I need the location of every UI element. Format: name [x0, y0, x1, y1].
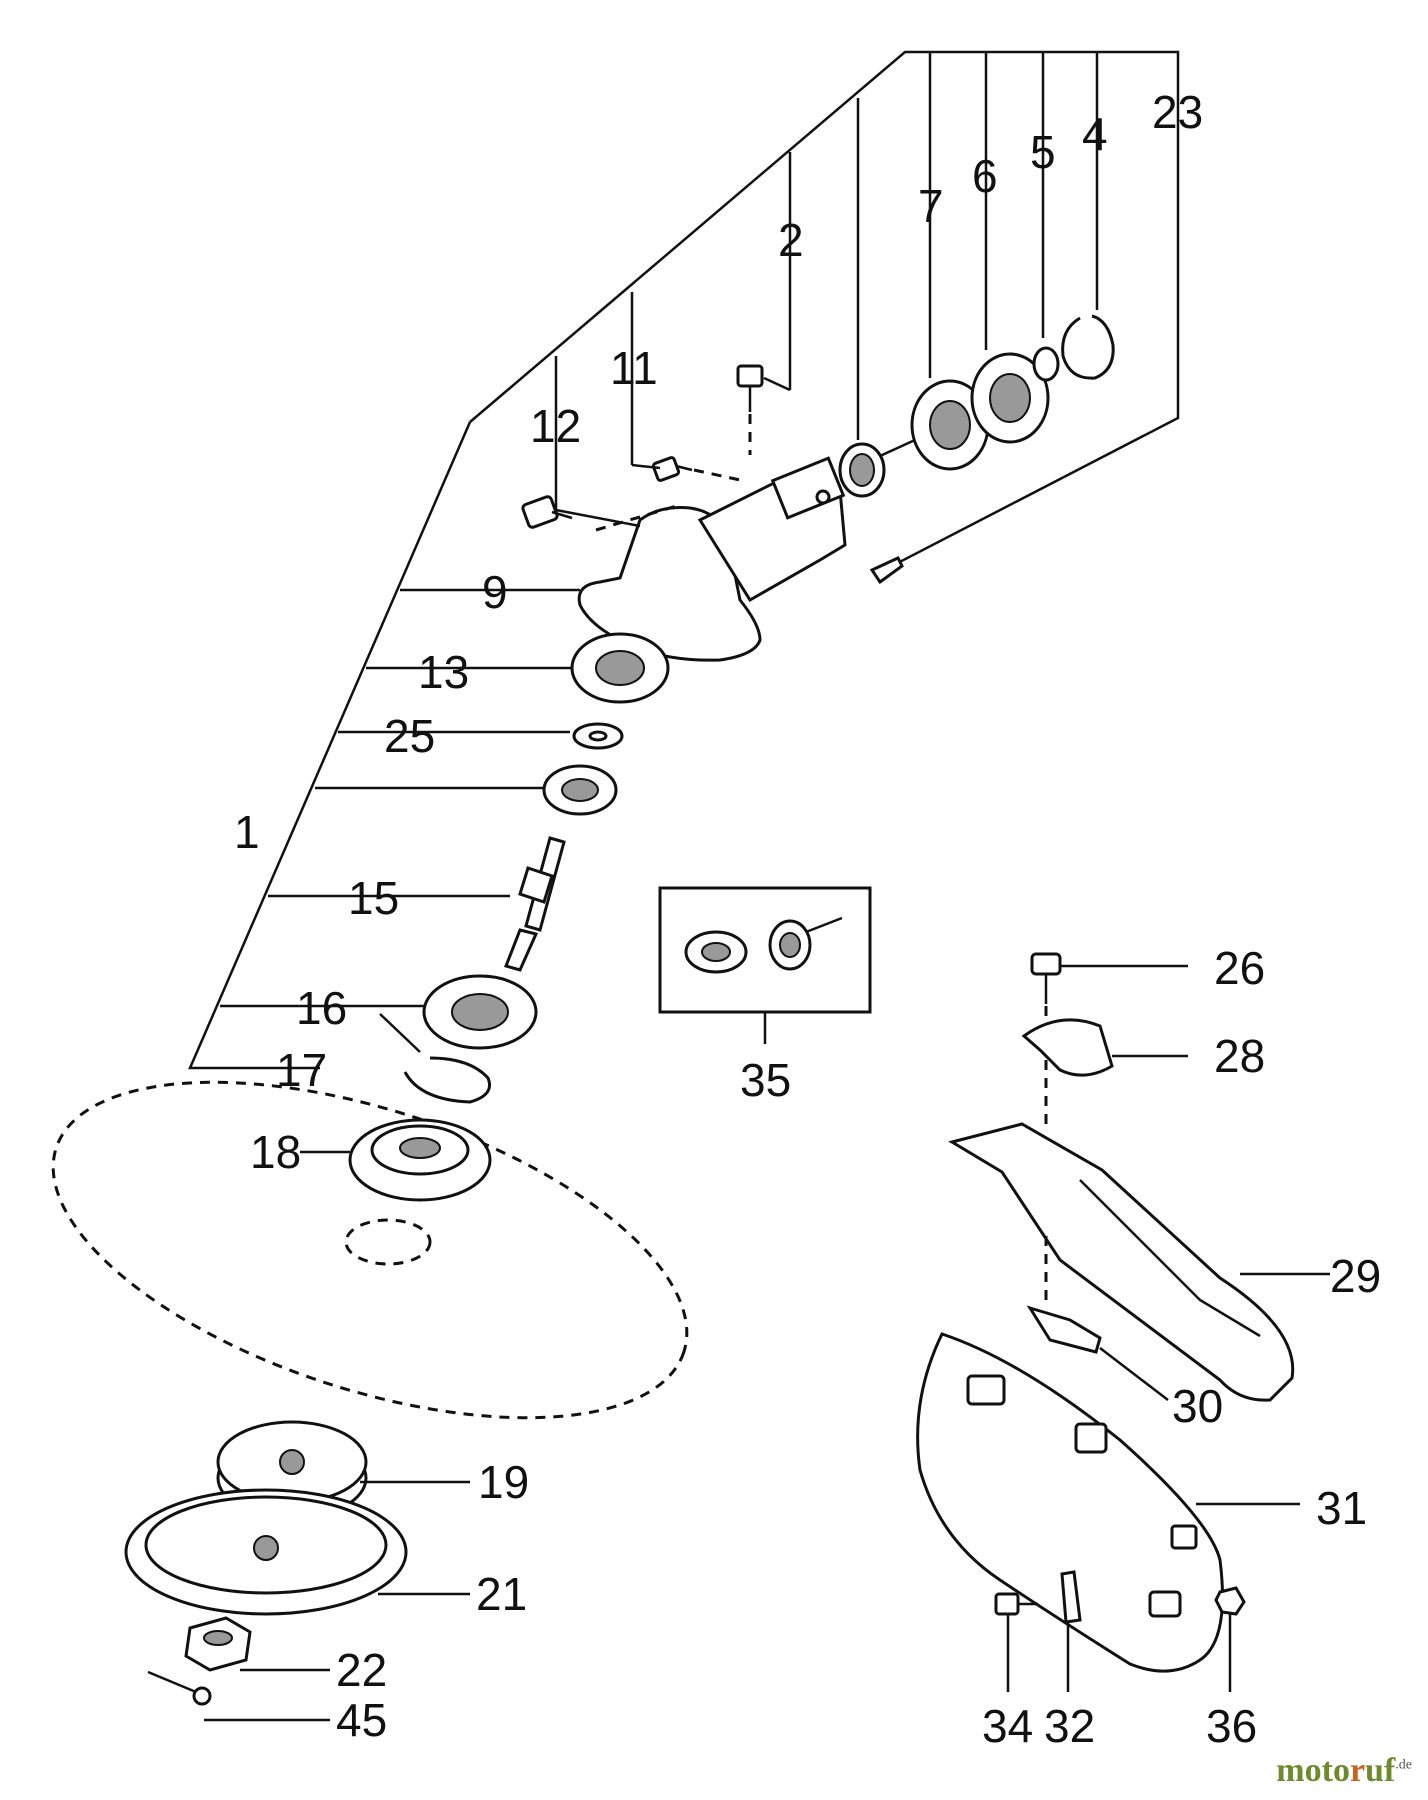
clamp-28 — [1021, 1018, 1188, 1077]
bolt-11 — [651, 456, 741, 482]
label-31: 31 — [1316, 1482, 1367, 1534]
bolt-34 — [994, 1592, 1038, 1692]
label-13: 13 — [418, 646, 469, 698]
bearing-13 — [570, 632, 670, 704]
plate-30 — [1026, 1236, 1169, 1401]
circlip-17 — [403, 1056, 491, 1104]
label-4: 4 — [1082, 108, 1108, 160]
part-labels: 23 4 5 6 7 2 11 12 9 13 25 1 15 16 17 18… — [234, 86, 1381, 1752]
circlip-4 — [1061, 314, 1115, 380]
guard-31 — [916, 1332, 1300, 1673]
label-15: 15 — [348, 872, 399, 924]
cutting-blade — [51, 1080, 689, 1420]
label-34: 34 — [982, 1700, 1033, 1752]
guard-cup-21 — [124, 1488, 408, 1616]
label-19: 19 — [478, 1456, 529, 1508]
cotter-pin-45 — [147, 1670, 212, 1706]
label-32: 32 — [1044, 1700, 1095, 1752]
bearing-16 — [422, 974, 538, 1050]
label-18: 18 — [250, 1126, 301, 1178]
label-9: 9 — [482, 566, 508, 618]
assembly-bracket-lines — [188, 50, 1180, 1070]
label-21: 21 — [476, 1568, 527, 1620]
kit-35-box — [658, 886, 872, 1044]
bolt-12 — [521, 495, 573, 529]
label-2: 2 — [778, 214, 804, 266]
label-23: 23 — [1152, 86, 1203, 138]
nut-22 — [184, 1616, 252, 1672]
washer-5 — [1032, 346, 1060, 382]
gear-housing — [577, 456, 847, 662]
guard-bracket-29 — [948, 1122, 1330, 1402]
bearing-6 — [970, 352, 1050, 444]
nut-36 — [1214, 1586, 1246, 1692]
label-1: 1 — [234, 806, 260, 858]
pinion-gear — [838, 438, 916, 498]
plate-32 — [1060, 1570, 1082, 1692]
leader-lines — [204, 376, 791, 1722]
shaft-15 — [504, 836, 566, 972]
label-6: 6 — [972, 150, 998, 202]
label-17: 17 — [276, 1044, 327, 1096]
label-16: 16 — [296, 982, 347, 1034]
key-23 — [869, 556, 904, 585]
label-22: 22 — [336, 1644, 387, 1696]
bolt-2 — [736, 364, 764, 455]
label-7: 7 — [918, 180, 944, 232]
label-36: 36 — [1206, 1700, 1257, 1752]
blade-holder-18 — [348, 1118, 492, 1202]
label-5: 5 — [1030, 126, 1056, 178]
seal-ring — [542, 764, 618, 816]
label-29: 29 — [1330, 1250, 1381, 1302]
label-12: 12 — [530, 400, 581, 452]
watermark-logo: motoruf.de — [1276, 1752, 1412, 1789]
washer-25 — [572, 722, 624, 750]
label-11: 11 — [610, 342, 658, 394]
label-26: 26 — [1214, 942, 1265, 994]
label-28: 28 — [1214, 1030, 1265, 1082]
label-35: 35 — [740, 1054, 791, 1106]
label-30: 30 — [1172, 1380, 1223, 1432]
label-45: 45 — [336, 1694, 387, 1746]
label-25: 25 — [384, 710, 435, 762]
